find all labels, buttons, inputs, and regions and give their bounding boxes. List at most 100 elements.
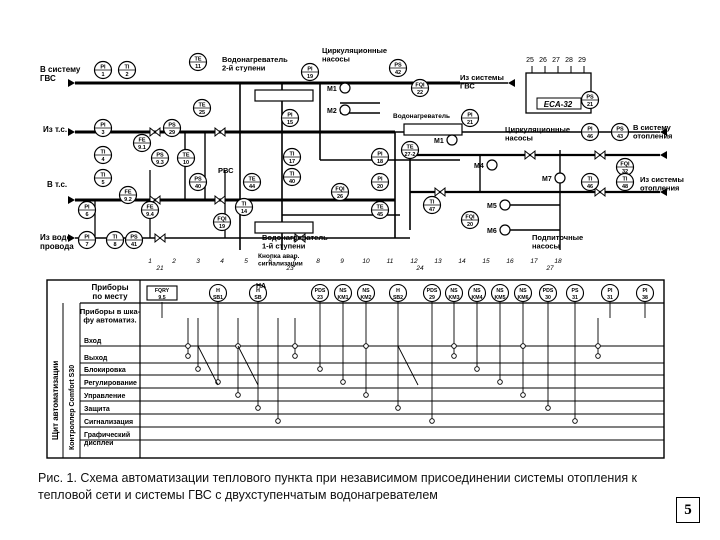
- instrument-tag: FQI: [415, 83, 425, 89]
- label-line: NS: [450, 288, 458, 294]
- label-line: 7: [292, 258, 296, 265]
- panel-signal-node: [340, 379, 346, 385]
- label-line: PI: [100, 123, 106, 129]
- label-line: TE: [248, 177, 255, 183]
- panel-device-bubble: [310, 283, 330, 303]
- label-line: PI: [587, 127, 593, 133]
- panel-signal-node: [451, 343, 457, 349]
- label-line: 48: [622, 184, 628, 190]
- label-line: TE: [198, 103, 205, 109]
- label-line: 17: [530, 258, 538, 265]
- label-line: KM4: [472, 295, 483, 301]
- label-line: NS: [339, 288, 347, 294]
- label-line: NS: [519, 288, 527, 294]
- terminal-number: 28: [565, 57, 573, 64]
- label-line: 27-2: [404, 152, 415, 158]
- label-line: 2: [125, 72, 128, 78]
- label-line: В т.с.: [47, 180, 67, 189]
- flow-arrow: [68, 196, 75, 204]
- instrument-tag: TI: [290, 152, 295, 158]
- instrument-number: 42: [395, 70, 401, 76]
- label-line: TI: [623, 177, 628, 183]
- instrument-tag: TI: [290, 172, 295, 178]
- label-line: TI: [101, 150, 106, 156]
- page-number: 5: [676, 497, 700, 523]
- label-line: 44: [249, 184, 256, 190]
- label-line: 2: [171, 258, 176, 265]
- label-line: 45: [377, 212, 383, 218]
- label-line: 16: [506, 258, 514, 265]
- label-line: 11: [195, 64, 201, 70]
- label-line: насосы: [532, 242, 560, 251]
- label-line: PS: [586, 95, 594, 101]
- label-line: FE: [146, 205, 153, 211]
- panel-signal-node: [451, 353, 457, 359]
- label-line: PI: [643, 288, 648, 294]
- pump-label: М4: [474, 163, 484, 170]
- label-line: 28: [565, 57, 573, 64]
- label-line: Циркуляционные: [505, 125, 570, 134]
- panel-signal-node: [474, 366, 480, 372]
- panel-device-number: KM5: [495, 295, 506, 301]
- label-line: 10: [183, 160, 189, 166]
- label-line: 8: [113, 242, 116, 248]
- panel-ha-label: НА: [256, 283, 266, 290]
- label-line: 17: [289, 159, 295, 165]
- instrument-number: 19: [219, 224, 225, 230]
- panel-device-number: SB1: [213, 295, 223, 301]
- panel-device-number: SB2: [393, 295, 403, 301]
- label-line: TE: [182, 153, 189, 159]
- panel-signal-node: [235, 392, 241, 398]
- instrument-tag: TI: [623, 177, 628, 183]
- label-line: TE: [406, 145, 413, 151]
- flow-arrow: [68, 234, 75, 242]
- label-to-heat-network: В т.с.: [47, 180, 67, 189]
- panel-row-label: Вход: [84, 338, 102, 345]
- terminal-number: 27: [552, 57, 560, 64]
- label-line: Из системы: [640, 175, 684, 184]
- label-line: В систему: [633, 123, 672, 132]
- bottom-number: 9: [340, 258, 344, 265]
- label-line: PI: [377, 177, 383, 183]
- label-line: сигнализации: [258, 261, 303, 268]
- label-line: PS: [194, 177, 202, 183]
- label-line: по месту: [92, 292, 128, 301]
- panel-signal-node: [185, 343, 191, 349]
- bottom-number: 3: [196, 258, 200, 265]
- label-line: отопления: [640, 184, 679, 193]
- label-line: 43: [617, 134, 623, 140]
- label-line: TI: [430, 200, 435, 206]
- panel-signal-diagonal: [197, 345, 219, 386]
- label-line: FQI: [620, 162, 630, 168]
- label-line: Контроллер Comfort S30: [69, 365, 76, 450]
- bottom-number: 18: [554, 258, 562, 265]
- pump-label: M2: [327, 108, 337, 115]
- instrument-number: 48: [622, 184, 628, 190]
- label-line: TI: [242, 202, 247, 208]
- bottom-number: 2: [171, 258, 176, 265]
- panel-device-tag: H: [216, 288, 220, 294]
- instrument-tag: PI: [377, 152, 383, 158]
- panel-signal-node: [520, 392, 526, 398]
- panel-device-bubble: [248, 283, 268, 303]
- valve-icon: [149, 126, 161, 138]
- label-line: FE: [138, 138, 145, 144]
- label-line: PDS: [315, 288, 326, 294]
- pump-icon: [499, 224, 511, 236]
- flow-arrow: [660, 128, 667, 136]
- panel-device-tag: FQRY: [155, 288, 170, 294]
- instrument-tag: TI: [242, 202, 247, 208]
- instrument-number: 6: [85, 212, 88, 218]
- instrument-number: 43: [617, 134, 623, 140]
- instrument-tag: TI: [101, 173, 106, 179]
- bottom-number: 17: [530, 258, 538, 265]
- panel-device-tag: NS: [362, 288, 370, 294]
- label-line: 15: [287, 120, 293, 126]
- instrument-number: 19: [307, 74, 313, 80]
- instrument-number: 20: [467, 222, 473, 228]
- instrument-tag: PI: [100, 65, 106, 71]
- pump-label: М6: [487, 228, 497, 235]
